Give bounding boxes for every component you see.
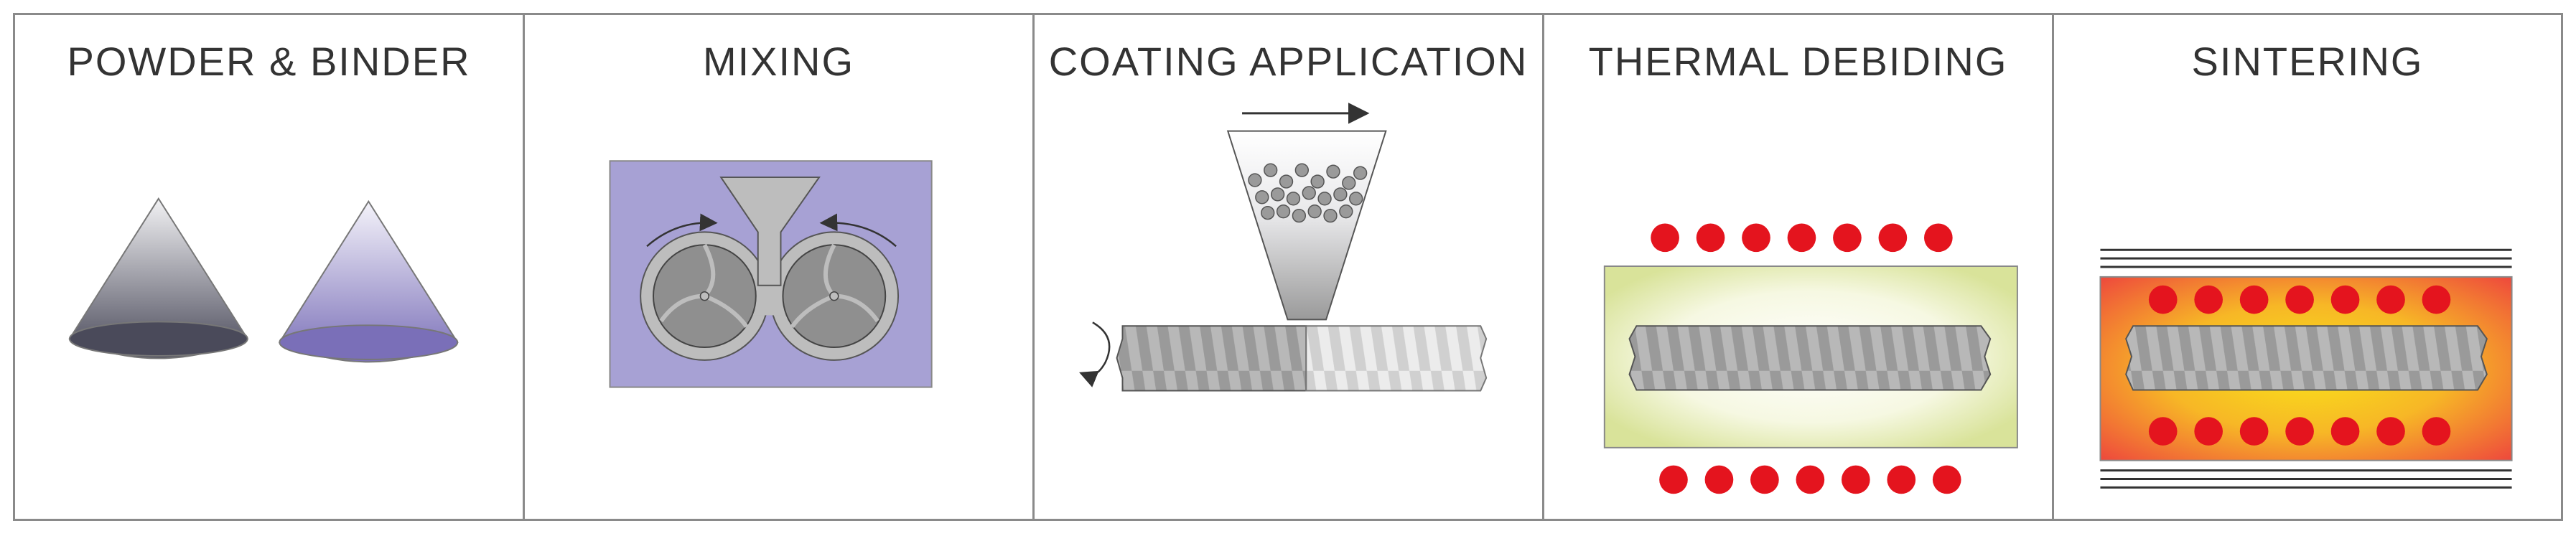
powder-binder-art: [68, 197, 459, 363]
threaded-rod-icon: [2125, 325, 2488, 391]
panel-title: MIXING: [702, 39, 855, 84]
heat-dot-icon: [2148, 417, 2178, 446]
heat-dot-icon: [2422, 285, 2451, 314]
panel-thermal-debiding: THERMAL DEBIDING: [1544, 15, 2054, 519]
heat-dot-icon: [1932, 465, 1961, 494]
heat-dot-icon: [1742, 223, 1770, 253]
heat-dot-icon: [1796, 465, 1825, 494]
panel-title: SINTERING: [2191, 39, 2424, 84]
sintering-art: [2099, 248, 2513, 489]
heat-dot-icon: [2194, 417, 2223, 446]
heat-dots-top: [2148, 285, 2451, 314]
rotation-arrow-icon: [819, 213, 897, 248]
debiding-art: [1603, 223, 2018, 494]
threaded-rod-icon: [1116, 325, 1488, 392]
heat-dot-icon: [1833, 223, 1862, 253]
heat-dot-icon: [2285, 417, 2314, 446]
furnace-lines-bottom: [2100, 469, 2512, 489]
heat-dots-bottom: [1659, 465, 1961, 494]
rotation-arrow-icon: [646, 213, 718, 248]
panel-title: COATING APPLICATION: [1048, 39, 1529, 84]
heat-dot-icon: [1878, 223, 1908, 253]
heat-dot-icon: [2422, 417, 2451, 446]
heat-dot-icon: [1659, 465, 1688, 494]
panel-coating: COATING APPLICATION: [1035, 15, 1544, 519]
heat-dot-icon: [1696, 223, 1725, 253]
twin-screw-mixer-icon: [640, 177, 900, 361]
heat-dot-icon: [2376, 417, 2405, 446]
panel-mixing: MIXING: [525, 15, 1035, 519]
panel-title: THERMAL DEBIDING: [1588, 39, 2008, 84]
heat-dot-icon: [1704, 465, 1734, 494]
heat-dot-icon: [1924, 223, 1953, 253]
heat-dot-icon: [1651, 223, 1679, 253]
rotation-arrow-icon: [1079, 321, 1111, 387]
coating-hopper-icon: [1226, 130, 1387, 321]
heat-dot-icon: [2330, 417, 2360, 446]
furnace-lines-top: [2100, 248, 2512, 268]
heat-dots-bottom: [2148, 417, 2451, 446]
powder-cone-icon: [68, 197, 249, 359]
process-diagram: POWDER & BINDER MI: [13, 13, 2563, 521]
heat-dot-icon: [2239, 285, 2269, 314]
heat-dot-icon: [1750, 465, 1779, 494]
heat-dots-top: [1651, 223, 1953, 253]
heat-dot-icon: [2376, 285, 2405, 314]
coating-art: [1079, 102, 1488, 392]
heat-dot-icon: [2148, 285, 2178, 314]
heat-dot-icon: [1787, 223, 1816, 253]
panel-sintering: SINTERING: [2054, 15, 2561, 519]
heat-dot-icon: [2330, 285, 2360, 314]
binder-cone-icon: [278, 199, 459, 363]
heat-dot-icon: [1887, 465, 1916, 494]
heat-dot-icon: [2285, 285, 2314, 314]
heat-dot-icon: [2194, 285, 2223, 314]
heat-dot-icon: [2239, 417, 2269, 446]
heat-dot-icon: [1841, 465, 1870, 494]
threaded-rod-icon: [1628, 325, 1992, 391]
panel-title: POWDER & BINDER: [67, 39, 471, 84]
panel-powder-binder: POWDER & BINDER: [15, 15, 525, 519]
mixing-art: [609, 160, 933, 388]
